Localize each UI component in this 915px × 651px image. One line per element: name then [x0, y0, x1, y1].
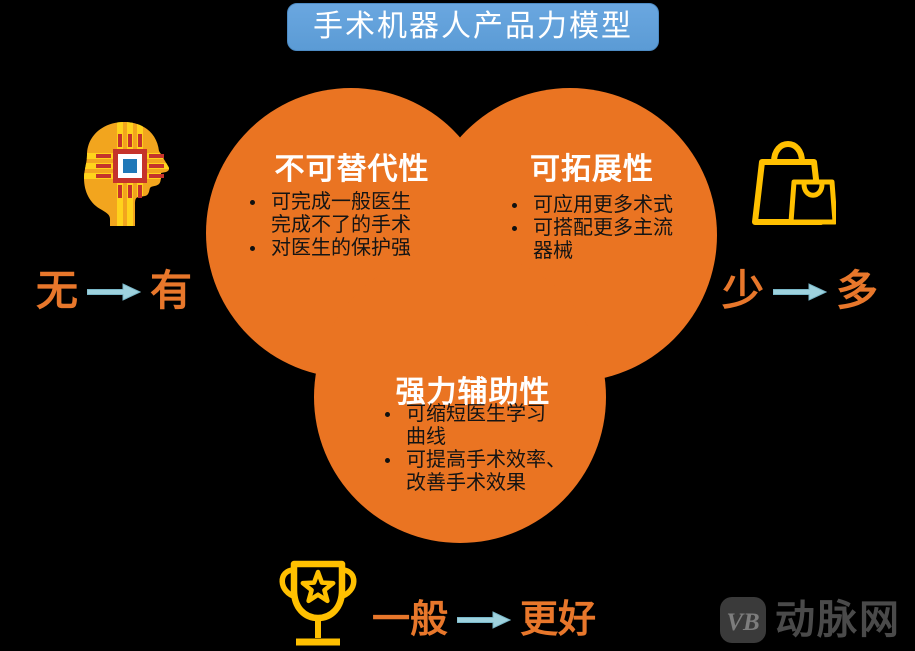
bullet-indent	[243, 214, 271, 237]
vb-monogram-text: VB	[726, 609, 759, 636]
bullet-dot	[378, 403, 406, 426]
bullet-text: 可提高手术效率、	[406, 449, 566, 471]
vb-logo-badge: VB	[720, 597, 766, 643]
bullet-item: 曲线	[378, 426, 566, 449]
arrow-right-icon	[457, 611, 512, 629]
bullet-indent	[505, 240, 533, 263]
vb-monogram-icon: VB	[726, 609, 759, 636]
bullet-dot	[505, 217, 533, 240]
title-banner: 手术机器人产品力模型	[287, 3, 659, 51]
bullet-item: 器械	[505, 240, 673, 263]
logo-wordmark: 动脉网	[775, 597, 901, 643]
bullet-item: 可完成一般医生	[243, 191, 411, 214]
circle-title-expandability: 可拓展性	[530, 153, 654, 186]
vb-dongmai-logo: VB 动脉网	[720, 597, 901, 643]
bullet-text: 可应用更多术式	[533, 194, 673, 216]
circle-bullets-assistance: 可缩短医生学习 曲线 可提高手术效率、 改善手术效果	[378, 403, 566, 495]
circle-bullets-irreplaceability: 可完成一般医生 完成不了的手术 对医生的保护强	[243, 191, 411, 260]
left-spectrum-row: 无 有	[36, 268, 192, 316]
bullet-indent	[378, 472, 406, 495]
bullet-text: 器械	[533, 240, 573, 262]
bullet-dot	[505, 194, 533, 217]
left-spectrum-to-label: 有	[150, 269, 193, 315]
ai-brain-head-icon	[84, 122, 170, 226]
left-spectrum-from-label: 无	[36, 269, 79, 315]
bottom-spectrum-row: 一般 更好	[372, 596, 596, 644]
arrow-right-icon	[87, 283, 142, 301]
bullet-text: 对医生的保护强	[271, 237, 411, 259]
bullet-item: 可搭配更多主流	[505, 217, 673, 240]
trophy-icon	[279, 560, 357, 646]
circle-title-assistance: 强力辅助性	[395, 376, 551, 409]
bullet-dot	[243, 191, 271, 214]
bullet-text: 可缩短医生学习	[406, 403, 546, 425]
circle-title-irreplaceability: 不可替代性	[274, 153, 430, 186]
bullet-text: 改善手术效果	[406, 472, 526, 494]
bullet-item: 可缩短医生学习	[378, 403, 566, 426]
bottom-spectrum-from-label: 一般	[372, 599, 449, 641]
bullet-text: 曲线	[406, 426, 446, 448]
bullet-item: 完成不了的手术	[243, 214, 411, 237]
bullet-item: 改善手术效果	[378, 472, 566, 495]
bullet-dot	[243, 237, 271, 260]
arrow-right-icon	[773, 283, 828, 301]
bullet-text: 可完成一般医生	[271, 191, 411, 213]
bottom-spectrum-to-label: 更好	[520, 599, 597, 641]
right-spectrum-row: 少 多	[722, 268, 878, 316]
right-spectrum-from-label: 少	[722, 269, 765, 315]
bullet-text: 可搭配更多主流	[533, 217, 673, 239]
circle-bullets-expandability: 可应用更多术式 可搭配更多主流 器械	[505, 194, 673, 263]
bullet-text: 完成不了的手术	[271, 214, 411, 236]
shopping-bags-icon	[752, 141, 836, 225]
bullet-dot	[378, 449, 406, 472]
bullet-item: 对医生的保护强	[243, 237, 411, 260]
bullet-item: 可应用更多术式	[505, 194, 673, 217]
bullet-item: 可提高手术效率、	[378, 449, 566, 472]
bullet-indent	[378, 426, 406, 449]
venn-circle-assistance	[314, 251, 606, 543]
right-spectrum-to-label: 多	[836, 269, 879, 315]
